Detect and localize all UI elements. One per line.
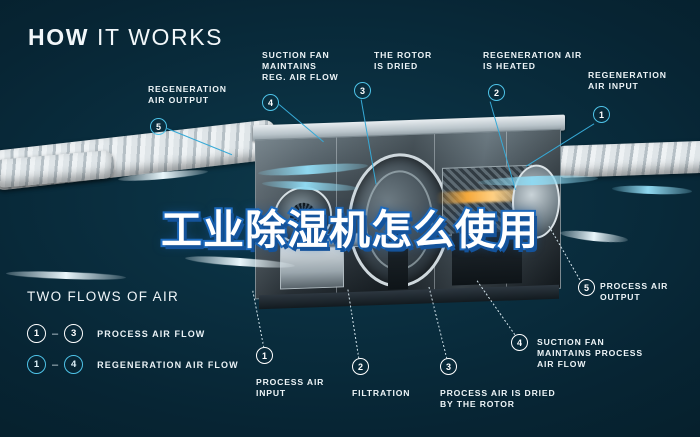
callout-badge-5-regeneration[interactable]: 5 <box>150 118 167 135</box>
legend-row-regeneration-air-flow: 1 – 4 REGENERATION AIR FLOW <box>27 355 239 374</box>
legend-dash: – <box>52 358 59 371</box>
callout-label-rotor-dried: THE ROTOR IS DRIED <box>374 50 433 71</box>
airflow-regeneration <box>611 184 693 196</box>
legend-row-process-air-flow: 1 – 3 PROCESS AIR FLOW <box>27 324 205 343</box>
callout-label-regeneration-air-input: REGENERATION AIR INPUT <box>588 70 667 91</box>
right-duct-illustration <box>554 139 700 179</box>
callout-label-process-air-input: PROCESS AIR INPUT <box>256 377 325 398</box>
callout-badge-1-process[interactable]: 1 <box>256 347 273 364</box>
legend-label: REGENERATION AIR FLOW <box>97 359 239 370</box>
callout-badge-1-regeneration[interactable]: 1 <box>593 106 610 123</box>
callout-badge-4-regeneration[interactable]: 4 <box>262 94 279 111</box>
page-title-bold: HOW <box>28 24 90 50</box>
callout-label-process-air-output: PROCESS AIR OUTPUT <box>600 281 669 302</box>
legend-dash: – <box>52 327 59 340</box>
callout-badge-5-process[interactable]: 5 <box>578 279 595 296</box>
page-title-light: IT WORKS <box>97 24 224 50</box>
legend-badge-to: 3 <box>64 324 84 343</box>
callout-label-suction-fan-process: SUCTION FAN MAINTAINS PROCESS AIR FLOW <box>537 337 643 369</box>
page-title: HOW IT WORKS <box>28 24 223 51</box>
callout-label-regeneration-air-output: REGENERATION AIR OUTPUT <box>148 84 227 105</box>
legend-badge-from: 1 <box>27 355 46 374</box>
overlay-headline-text: 工业除湿机怎么使用 <box>159 204 540 256</box>
overlay-headline-chinese: 工业除湿机怎么使用 <box>0 196 700 256</box>
legend-label: PROCESS AIR FLOW <box>97 328 206 339</box>
callout-badge-3-process[interactable]: 3 <box>440 358 457 375</box>
callout-label-process-air-dried: PROCESS AIR IS DRIED BY THE ROTOR <box>440 388 556 409</box>
callout-label-suction-fan-reg: SUCTION FAN MAINTAINS REG. AIR FLOW <box>262 50 339 82</box>
legend-badge-from: 1 <box>27 324 46 343</box>
legend-title: TWO FLOWS OF AIR <box>27 289 180 304</box>
callout-badge-4-process[interactable]: 4 <box>511 334 528 351</box>
callout-badge-2-process[interactable]: 2 <box>352 358 369 375</box>
callout-badge-3-regeneration[interactable]: 3 <box>354 82 371 99</box>
callout-label-regeneration-air-heated: REGENERATION AIR IS HEATED <box>483 50 583 71</box>
legend-badge-to: 4 <box>64 355 84 374</box>
airflow-process <box>5 269 127 282</box>
callout-label-filtration: FILTRATION <box>352 388 411 398</box>
callout-badge-2-regeneration[interactable]: 2 <box>488 84 505 101</box>
